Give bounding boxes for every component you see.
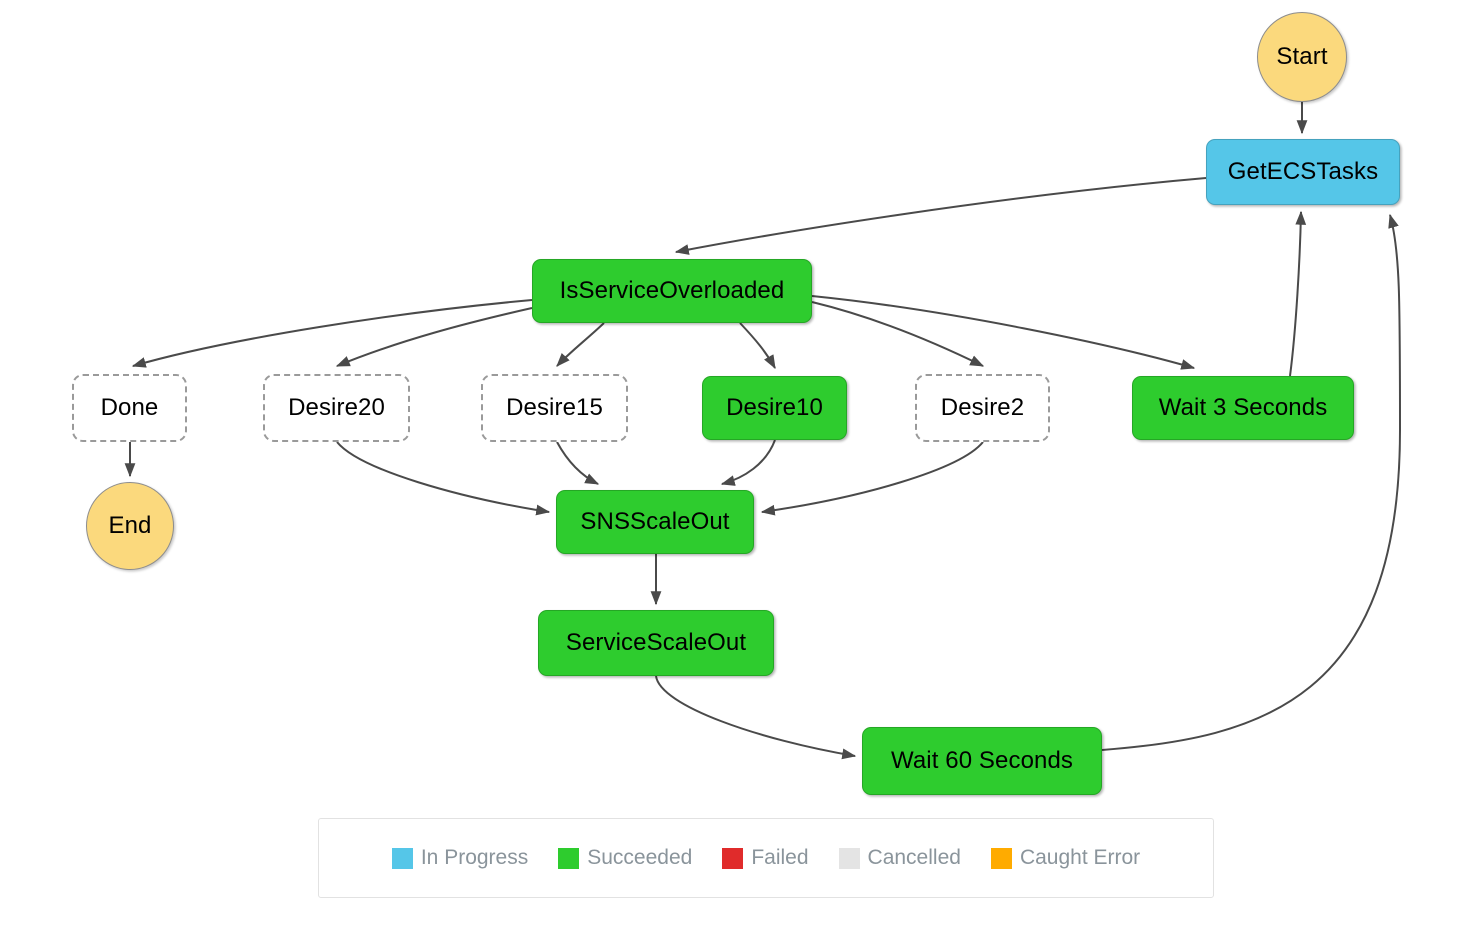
graph-node-isoverloaded[interactable]: IsServiceOverloaded [532, 259, 812, 323]
graph-node-desire20[interactable]: Desire20 [263, 374, 410, 442]
graph-node-label: Wait 3 Seconds [1158, 394, 1328, 421]
graph-node-label: IsServiceOverloaded [559, 277, 785, 304]
graph-node-desire15[interactable]: Desire15 [481, 374, 628, 442]
graph-node-getecstasks[interactable]: GetECSTasks [1206, 139, 1400, 205]
graph-node-label: ServiceScaleOut [565, 629, 747, 656]
graph-node-label: Wait 60 Seconds [890, 747, 1074, 774]
graph-node-start[interactable]: Start [1257, 12, 1347, 102]
legend-swatch-icon [558, 847, 580, 869]
graph-node-done[interactable]: Done [72, 374, 187, 442]
legend-swatch-icon [990, 847, 1012, 869]
legend-label: Succeeded [587, 846, 693, 869]
graph-node-label: Done [100, 394, 159, 421]
legend-swatch-icon [838, 847, 860, 869]
graph-node-label: GetECSTasks [1227, 158, 1379, 185]
graph-edge-isoverloaded-to-desire15 [556, 322, 605, 367]
graph-node-label: Desire15 [506, 394, 603, 421]
graph-edge-isoverloaded-to-desire10 [739, 322, 776, 370]
graph-edge-servicescale-to-wait60 [655, 675, 857, 760]
graph-edge-desire10-to-snsscaleout [720, 439, 776, 486]
graph-edge-wait3-to-getecstasks [1289, 210, 1307, 377]
legend-label: Cancelled [867, 846, 961, 869]
graph-edge-desire15-to-snsscaleout [556, 441, 600, 485]
graph-node-label: SNSScaleOut [580, 508, 730, 535]
legend-item-caught-error: Caught Error [990, 846, 1141, 870]
legend-item-failed: Failed [722, 846, 809, 870]
graph-edge-isoverloaded-to-wait3 [811, 295, 1196, 370]
graph-node-label: Desire20 [288, 394, 385, 421]
legend-label: Caught Error [1019, 846, 1141, 869]
graph-node-desire2[interactable]: Desire2 [915, 374, 1050, 442]
graph-edge-wait60-to-getecstasks [1101, 213, 1402, 751]
graph-edge-desire2-to-snsscaleout [760, 441, 984, 516]
graph-edge-isoverloaded-to-desire20 [335, 307, 533, 367]
graph-edge-isoverloaded-to-desire2 [811, 301, 985, 367]
graph-node-end[interactable]: End [86, 482, 174, 570]
graph-edge-getecstasks-to-isoverloaded [674, 177, 1207, 255]
legend-swatch-icon [722, 847, 744, 869]
graph-node-label: Desire10 [726, 394, 823, 421]
legend-item-cancelled: Cancelled [838, 846, 961, 870]
graph-node-wait3[interactable]: Wait 3 Seconds [1132, 376, 1354, 440]
status-legend: In Progress Succeeded Failed Cancelled Caugh… [318, 818, 1214, 898]
graph-node-desire10[interactable]: Desire10 [702, 376, 847, 440]
graph-node-snsscaleout[interactable]: SNSScaleOut [556, 490, 754, 554]
legend-item-in-progress: In Progress [391, 846, 529, 870]
graph-edge-isoverloaded-to-done [131, 299, 533, 368]
legend-label: In Progress [420, 846, 529, 869]
graph-node-label: Start [1276, 43, 1328, 70]
legend-swatch-icon [391, 847, 413, 869]
legend-label: Failed [751, 846, 809, 869]
graph-edge-desire20-to-snsscaleout [336, 441, 551, 516]
graph-node-wait60[interactable]: Wait 60 Seconds [862, 727, 1102, 795]
graph-node-label: Desire2 [940, 394, 1025, 421]
legend-item-succeeded: Succeeded [558, 846, 692, 870]
graph-node-servicescale[interactable]: ServiceScaleOut [538, 610, 774, 676]
graph-node-label: End [108, 512, 152, 539]
